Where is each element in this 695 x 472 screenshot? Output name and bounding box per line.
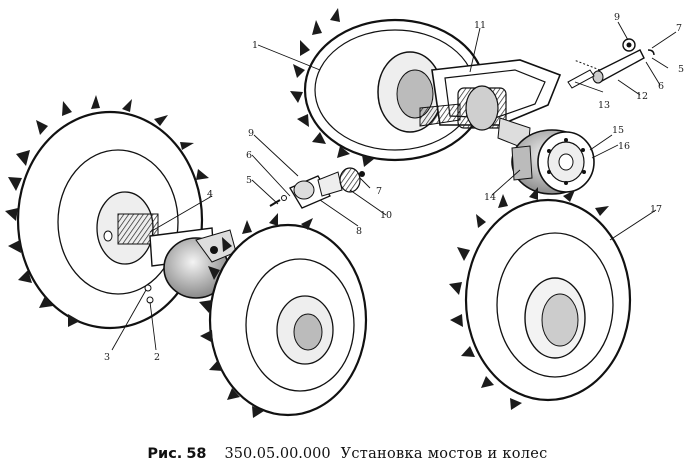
callout-17: 17 [650, 204, 662, 215]
callout-3: 3 [104, 352, 110, 363]
rear-wheel-upper [290, 8, 487, 167]
callout-12: 12 [636, 91, 648, 102]
leader-lines [111, 21, 677, 351]
callout-9-top: 9 [614, 12, 620, 23]
callout-6-top: 6 [658, 81, 664, 92]
callout-2: 2 [154, 352, 160, 363]
callout-14: 14 [484, 192, 496, 203]
wheel-17 [449, 187, 632, 410]
callout-16: 16 [618, 141, 630, 152]
callout-9: 9 [248, 128, 254, 139]
callout-5-top: 5 [678, 64, 684, 75]
callout-15: 15 [612, 125, 624, 136]
callout-7-top: 7 [676, 23, 682, 34]
figure-caption: Рис.58 350.05.00.000 Установка мостов и ко… [0, 446, 695, 462]
callout-8: 8 [356, 226, 362, 237]
front-axle-housing [144, 227, 237, 304]
callout-11: 11 [474, 20, 486, 31]
callout-13: 13 [598, 100, 610, 111]
caption-drawing-code: 350.05.00.000 [224, 446, 331, 462]
callout-5: 5 [246, 175, 252, 186]
drive-shaft-parts [567, 38, 655, 89]
callout-10: 10 [380, 210, 392, 221]
caption-figure-number: 58 [186, 446, 207, 462]
callout-4: 4 [207, 189, 213, 200]
callout-7: 7 [376, 186, 382, 197]
callout-labels: 1 2 3 4 5 6 7 8 9 10 11 12 13 14 15 16 1… [104, 12, 684, 363]
small-parts-cluster [269, 167, 365, 209]
callout-1: 1 [252, 40, 258, 51]
caption-title: Установка мостов и колес [340, 446, 548, 462]
callout-6: 6 [246, 150, 252, 161]
axle-housing-frame [419, 59, 562, 151]
right-front-wheel [199, 213, 368, 418]
left-front-wheel [5, 95, 209, 330]
caption-figure-word: Рис. [147, 446, 183, 462]
wheel-hub-15-16 [511, 129, 595, 195]
